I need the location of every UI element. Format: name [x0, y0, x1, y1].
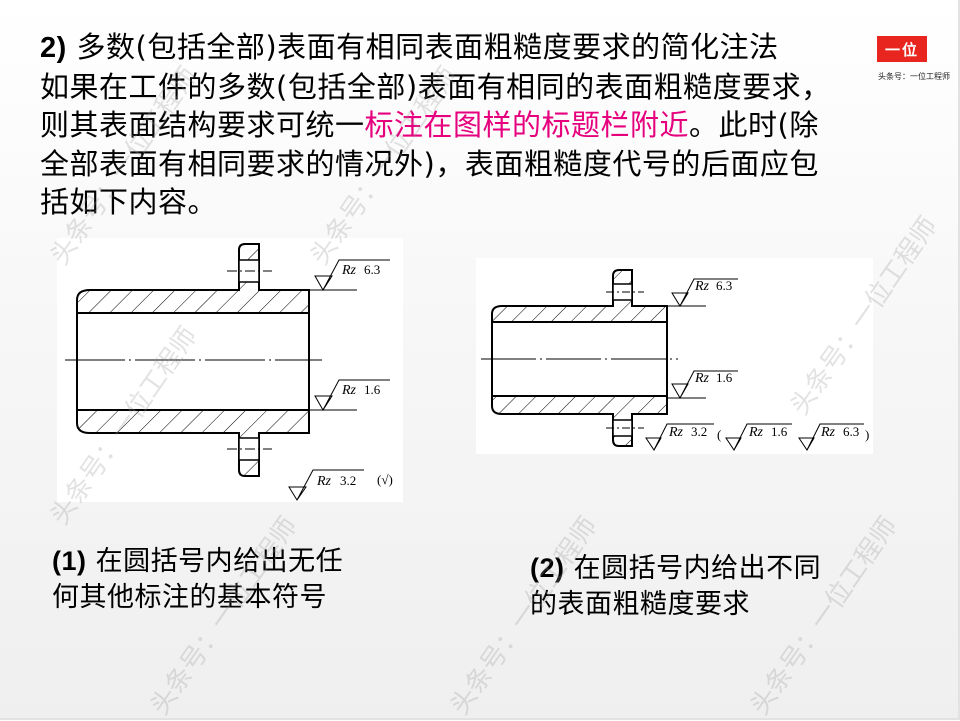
heading-line: 2) 多数(包括全部)表面有相同表面粗糙度要求的简化注法: [40, 28, 870, 68]
text-segment: 则其表面结构要求可统一: [40, 108, 365, 142]
paragraph-line-1: 如果在工件的多数(包括全部)表面有相同的表面粗糙度要求，: [40, 69, 831, 104]
brand-logo: 一位: [877, 36, 927, 62]
svg-text:Rz: Rz: [341, 383, 357, 398]
brand-subtitle: 头条号：一位工程师: [878, 72, 950, 81]
heading-text: 多数(包括全部)表面有相同表面粗糙度要求的简化注法: [66, 30, 779, 64]
caption-line-2: 何其他标注的基本符号: [52, 582, 327, 613]
paragraph-line-3: 全部表面有相同要求的情况外)，表面粗糙度代号的后面应包: [40, 146, 819, 181]
paragraph-line-2: 则其表面结构要求可统一标注在图样的标题栏附近。此时(除: [40, 106, 870, 145]
heading-number: 2): [40, 32, 67, 64]
svg-text:3.2: 3.2: [691, 424, 707, 439]
svg-text:Rz: Rz: [694, 371, 710, 386]
bushing-section-drawing-1: Rz Rz 6.3 6.3 Rz 1.6 Rz 3.2 (√): [65, 243, 393, 501]
svg-text:Rz: Rz: [694, 279, 710, 294]
svg-text:1.6: 1.6: [716, 370, 733, 385]
figure-1-drawing: Rz Rz 6.3 6.3 Rz 1.6 Rz 3.2 (√): [57, 238, 403, 502]
svg-text:Rz: Rz: [316, 474, 332, 489]
text-segment: 。此时(除: [689, 108, 819, 142]
svg-text:Rz: Rz: [820, 425, 836, 440]
caption-text: 在圆括号内给出不同: [564, 553, 822, 584]
caption-number: (1): [52, 546, 87, 576]
caption-text: 在圆括号内给出无任: [86, 546, 344, 577]
caption-number: (2): [530, 553, 565, 583]
svg-text:6.3: 6.3: [364, 262, 380, 277]
svg-text:(√): (√): [377, 472, 393, 487]
svg-text:(: (: [717, 427, 721, 442]
rz-label: Rz: [341, 263, 357, 278]
caption-line-1: (1) 在圆括号内给出无任: [52, 543, 343, 580]
bushing-section-drawing-2: Rz 6.3 Rz 1.6 Rz 3.2 ( Rz 1.6 Rz 6.3 ): [481, 269, 869, 451]
svg-text:1.6: 1.6: [771, 424, 788, 439]
svg-text:6.3: 6.3: [843, 424, 859, 439]
figure-2-drawing: Rz 6.3 Rz 1.6 Rz 3.2 ( Rz 1.6 Rz 6.3 ): [476, 258, 873, 454]
highlighted-text: 标注在图样的标题栏附近: [364, 108, 690, 142]
figure-1-caption: (1) 在圆括号内给出无任 何其他标注的基本符号: [52, 543, 343, 616]
paragraph-line-4: 括如下内容。: [40, 185, 218, 219]
caption-line-1: (2) 在圆括号内给出不同: [530, 550, 821, 587]
svg-text:3.2: 3.2: [340, 473, 356, 488]
svg-text:Rz: Rz: [668, 425, 684, 440]
figure-2-caption: (2) 在圆括号内给出不同 的表面粗糙度要求: [530, 550, 821, 623]
svg-text:1.6: 1.6: [364, 382, 381, 397]
main-paragraph: 2) 多数(包括全部)表面有相同表面粗糙度要求的简化注法 如果在工件的多数(包括…: [40, 28, 870, 222]
caption-line-2: 的表面粗糙度要求: [530, 589, 750, 620]
svg-text:Rz: Rz: [748, 425, 764, 440]
svg-text:6.3: 6.3: [716, 278, 732, 293]
svg-text:): ): [865, 427, 869, 442]
